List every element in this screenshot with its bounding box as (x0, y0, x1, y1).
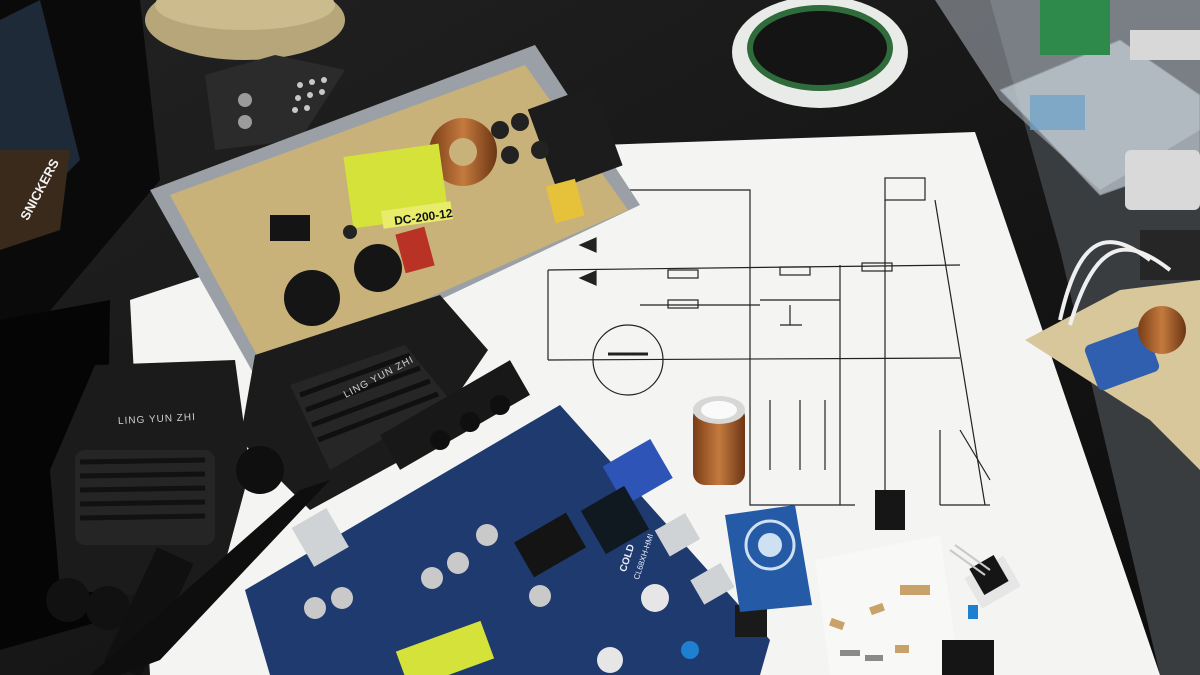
tv-mainboard (245, 360, 770, 675)
mains-pcb (1025, 230, 1200, 470)
schematic-drawing (547, 177, 991, 506)
dc-jack (875, 490, 905, 530)
woven-basket (145, 0, 345, 60)
tape-roll (732, 0, 908, 108)
touch-sensor-pcb (725, 505, 812, 612)
component-organizer-box (935, 0, 1200, 210)
power-supply-unit (150, 45, 640, 385)
walkie-talkie-right (90, 295, 488, 675)
voltage-regulator (949, 544, 1021, 619)
components-bag (815, 535, 960, 675)
remote-control (205, 55, 345, 150)
heatsink (942, 640, 994, 675)
copper-coil (693, 396, 745, 485)
